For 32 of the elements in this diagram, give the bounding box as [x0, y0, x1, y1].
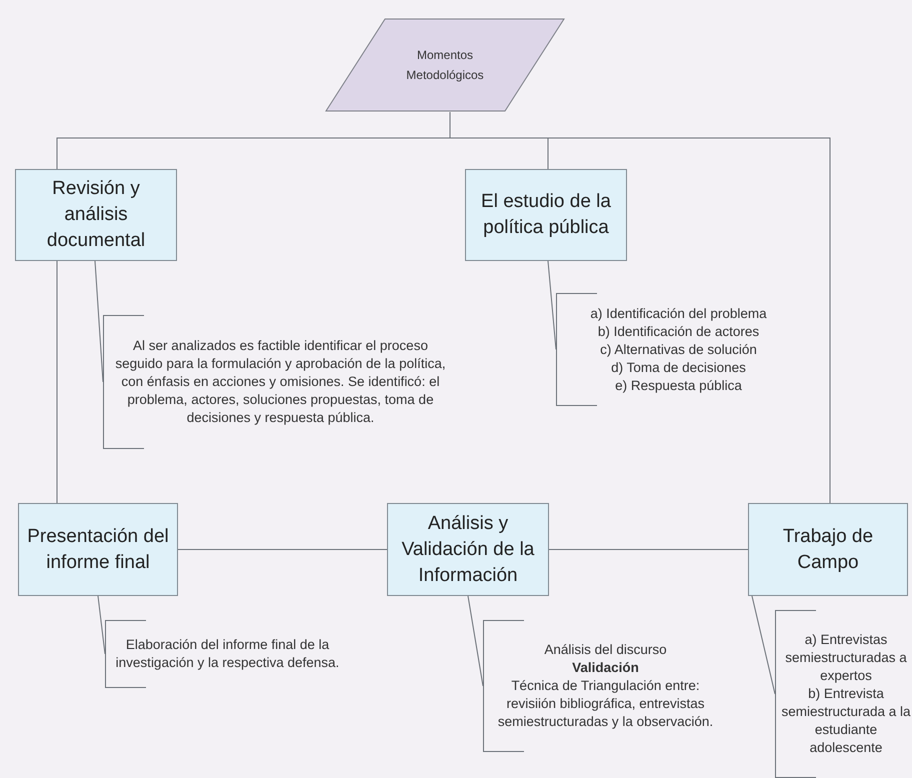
- note-text: d) Toma de decisiones: [611, 358, 746, 376]
- process-box: [748, 503, 908, 596]
- leader-line: [98, 596, 106, 654]
- process-box: [15, 169, 177, 261]
- connector-line: [178, 549, 388, 550]
- note-text: b) Entrevista semiestructurada a la estudiante adolescente: [780, 685, 912, 757]
- box-label: Análisis y Validación de la Información: [400, 512, 536, 588]
- note-text: Elaboración del informe final de la investigación y la respectiva defensa.: [114, 636, 340, 672]
- box-label: Revisión y análisis documental: [46, 177, 146, 253]
- note-text: b) Identificación de actores: [598, 322, 760, 340]
- bracket-note: [775, 610, 912, 778]
- note-text: a) Identificación del problema: [590, 304, 767, 322]
- note-text: Técnica de Triangulación entre: revisiión bibliográfica, entrevistas semiestructuradas y la observación.: [496, 677, 714, 731]
- parallelogram-node: [325, 18, 565, 112]
- connector-line: [56, 260, 58, 504]
- leader-line: [548, 260, 556, 350]
- box-label: El estudio de la política pública: [480, 190, 612, 240]
- connector-line: [548, 549, 748, 550]
- note-text: e) Respuesta pública: [615, 376, 742, 394]
- box-label: Presentación del informe final: [27, 524, 169, 574]
- note-text: Análisis del discurso: [544, 641, 667, 659]
- node-label: Momentos Metodológicos: [405, 47, 485, 84]
- process-box: [387, 503, 549, 596]
- leader-line: [468, 596, 484, 686]
- process-box: [465, 169, 627, 261]
- process-box: [18, 503, 178, 596]
- note-text: Validación: [572, 659, 639, 677]
- box-label: Trabajo de Campo: [782, 524, 874, 574]
- leader-line: [94, 260, 104, 382]
- leader-line: [752, 596, 776, 694]
- note-text: c) Alternativas de solución: [600, 340, 757, 358]
- note-text: Al ser analizados es factible identificar el proceso seguido para la formulación y aprobación de la política, con énfasis en acciones y omisiones. Se identificó: el problema, actores, soluciones propuestas, toma de decisiones y respuesta pública.: [114, 337, 447, 427]
